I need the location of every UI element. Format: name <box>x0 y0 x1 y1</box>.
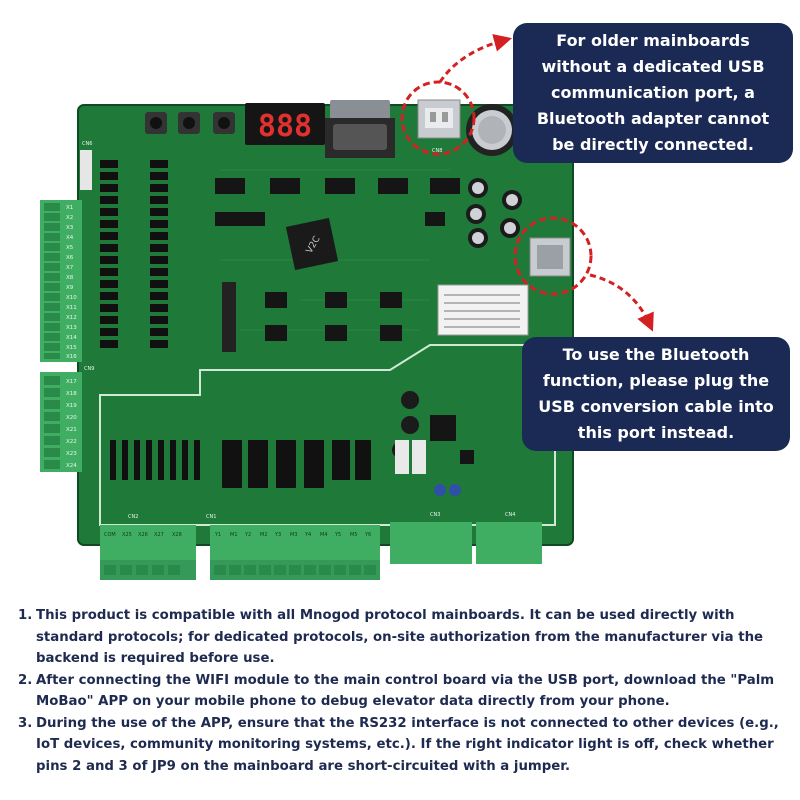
note-text: This product is compatible with all Mnog… <box>36 608 764 666</box>
blue-capacitors <box>434 484 461 496</box>
arrow-to-top-callout <box>438 34 512 83</box>
cn9-label: CN9 <box>84 366 94 372</box>
callout-bluetooth-function: To use the Bluetooth function, please pl… <box>522 337 790 451</box>
terminal-block-cn4 <box>476 522 542 564</box>
callout-top-text: For older mainboards without a dedicated… <box>536 31 770 154</box>
rs232-port <box>325 100 395 158</box>
note-number: 3. <box>18 715 33 731</box>
svg-text:Y2: Y2 <box>244 532 251 538</box>
svg-text:X18: X18 <box>66 391 77 397</box>
svg-text:X11: X11 <box>66 305 77 311</box>
pin-header <box>222 282 236 352</box>
svg-text:M4: M4 <box>320 532 328 538</box>
svg-text:X7: X7 <box>66 265 74 271</box>
notes-list: 1. This product is compatible with all M… <box>18 605 788 777</box>
relays <box>222 440 426 488</box>
callout-bottom-text: To use the Bluetooth function, please pl… <box>538 345 774 442</box>
cn8-label: CN8 <box>432 148 442 154</box>
left-terminal-block-upper <box>40 200 82 362</box>
svg-text:X16: X16 <box>66 354 77 360</box>
note-text: During the use of the APP, ensure that t… <box>36 715 779 774</box>
main-chip: V2C <box>285 217 339 271</box>
cn6-label: CN6 <box>82 141 92 147</box>
svg-text:M1: M1 <box>230 532 238 538</box>
svg-text:X26: X26 <box>138 532 148 538</box>
svg-text:M2: M2 <box>260 532 268 538</box>
note-text: After connecting the WIFI module to the … <box>36 672 775 710</box>
svg-text:X23: X23 <box>66 451 77 457</box>
svg-text:Y5: Y5 <box>334 532 341 538</box>
svg-text:X21: X21 <box>66 427 77 433</box>
note-item: 2. After connecting the WIFI module to t… <box>18 670 788 713</box>
svg-text:X15: X15 <box>66 345 77 351</box>
cn4-label: CN4 <box>505 512 515 518</box>
push-buttons <box>145 112 235 134</box>
svg-text:X9: X9 <box>66 285 74 291</box>
note-item: 1. This product is compatible with all M… <box>18 605 788 670</box>
svg-text:Y4: Y4 <box>304 532 311 538</box>
arrow-to-bottom-callout <box>589 273 654 332</box>
usb-b-port <box>529 237 571 277</box>
terminal-block-cn3 <box>390 522 472 564</box>
svg-text:X19: X19 <box>66 403 77 409</box>
svg-text:X2: X2 <box>66 215 73 221</box>
svg-text:X12: X12 <box>66 315 77 321</box>
cn2-pin-labels: COM X25 X26 X27 X28 <box>104 532 182 538</box>
coin-battery <box>466 104 518 156</box>
svg-text:X27: X27 <box>154 532 164 538</box>
svg-text:M3: M3 <box>290 532 298 538</box>
svg-text:X20: X20 <box>66 415 77 421</box>
seven-segment-display <box>245 103 325 145</box>
x-input-labels: X1 X2 X3 X4 X5 X6 X7 X8 X9 X10 X11 X12 X… <box>66 205 77 360</box>
cn2-label: CN2 <box>128 514 138 520</box>
svg-text:X13: X13 <box>66 325 77 331</box>
cn3-label: CN3 <box>430 512 440 518</box>
svg-text:X24: X24 <box>66 463 77 469</box>
small-ics <box>215 178 474 464</box>
svg-text:Y6: Y6 <box>364 532 371 538</box>
svg-text:X6: X6 <box>66 255 74 261</box>
svg-text:M5: M5 <box>350 532 358 538</box>
note-number: 2. <box>18 672 33 688</box>
svg-text:X10: X10 <box>66 295 77 301</box>
usb-a-highlight-circle <box>400 80 476 156</box>
display-digits: 888 <box>258 109 312 144</box>
svg-text:Y3: Y3 <box>274 532 281 538</box>
mainboard-photo: 888 CN8 V2C <box>40 34 654 580</box>
svg-text:COM: COM <box>104 532 116 538</box>
usb-b-highlight-circle <box>513 216 593 296</box>
product-label-sticker <box>437 284 529 336</box>
svg-text:X22: X22 <box>66 439 77 445</box>
x-lower-labels: X17 X18 X19 X20 X21 X22 X23 X24 <box>66 379 77 469</box>
capacitors <box>392 178 522 458</box>
lower-components <box>110 440 200 480</box>
svg-text:X1: X1 <box>66 205 73 211</box>
svg-text:X28: X28 <box>172 532 182 538</box>
svg-text:X4: X4 <box>66 235 74 241</box>
svg-text:X5: X5 <box>66 245 74 251</box>
optocoupler-array <box>100 160 168 348</box>
svg-text:X17: X17 <box>66 379 77 385</box>
cn1-label: CN1 <box>206 514 216 520</box>
cn1-pin-labels: Y1 M1 Y2 M2 Y3 M3 Y4 M4 Y5 M5 Y6 <box>214 532 371 538</box>
callout-older-mainboards: For older mainboards without a dedicated… <box>513 23 793 163</box>
svg-text:Y1: Y1 <box>214 532 221 538</box>
usb-a-port <box>417 99 461 139</box>
cn6-connector <box>80 150 92 190</box>
note-item: 3. During the use of the APP, ensure tha… <box>18 713 788 778</box>
svg-text:X8: X8 <box>66 275 74 281</box>
svg-text:X14: X14 <box>66 335 77 341</box>
note-number: 1. <box>18 608 33 623</box>
svg-text:X3: X3 <box>66 225 74 231</box>
left-terminal-block-lower <box>40 372 82 472</box>
svg-text:X25: X25 <box>122 532 132 538</box>
